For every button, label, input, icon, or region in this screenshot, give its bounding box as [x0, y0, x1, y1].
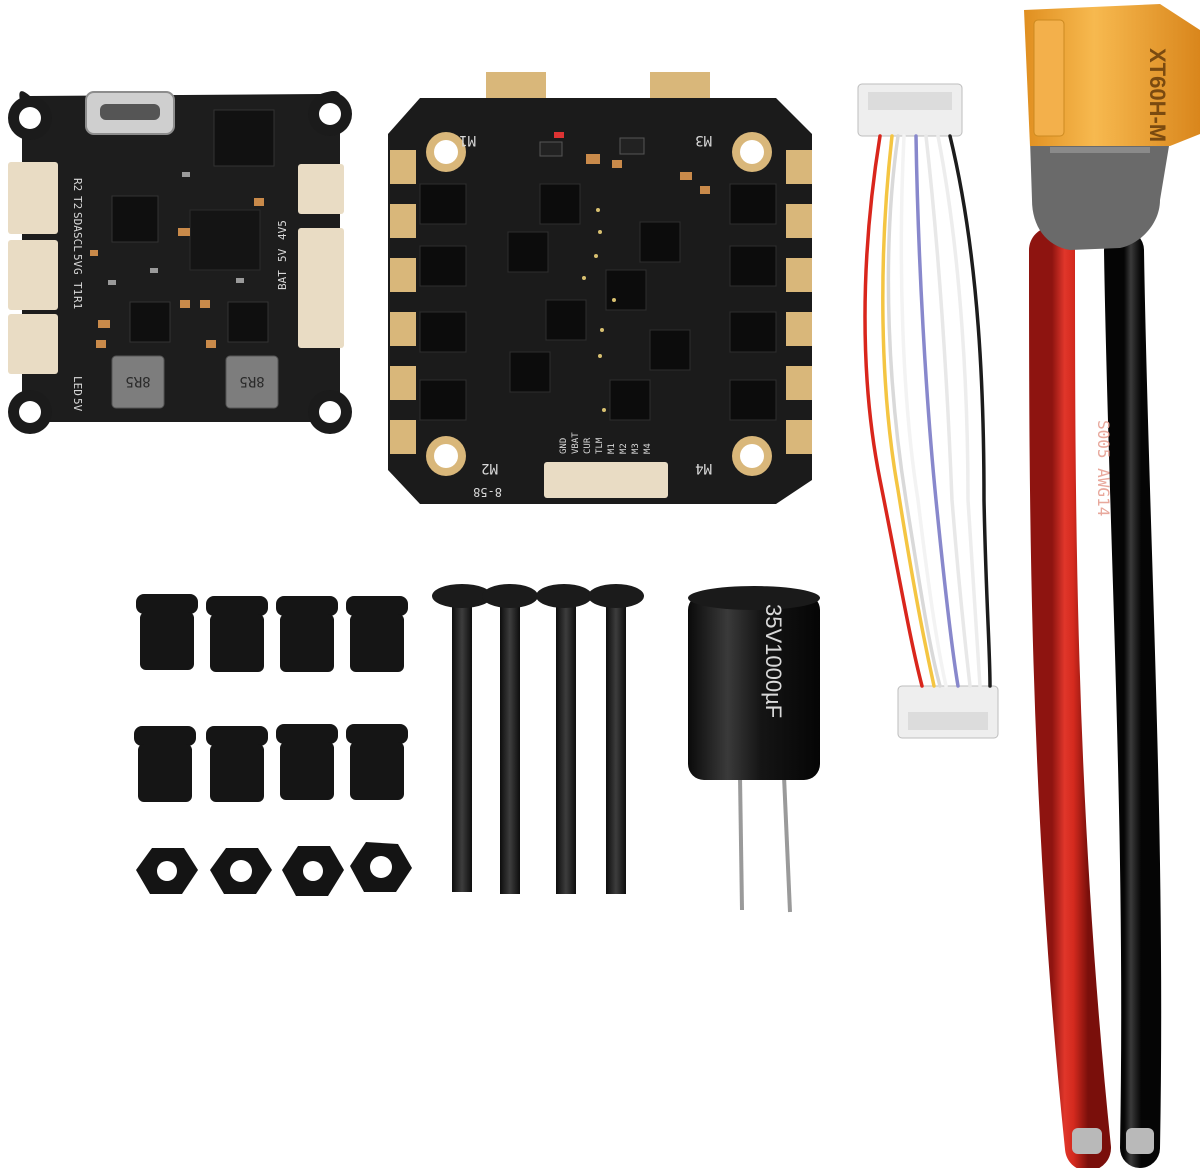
grommet: [206, 726, 268, 802]
svg-text:T1: T1: [71, 282, 84, 295]
electrolytic-capacitor: 35V1000µF: [688, 586, 820, 913]
jst-connector: [8, 314, 58, 374]
svg-text:T2: T2: [71, 196, 84, 209]
svg-text:5V: 5V: [71, 398, 84, 412]
nut: [350, 842, 412, 892]
grommet: [276, 596, 338, 672]
grommet: [136, 594, 198, 670]
svg-text:G: G: [71, 268, 84, 275]
screw: [536, 584, 592, 894]
svg-text:BAT: BAT: [276, 270, 289, 290]
svg-text:LED: LED: [71, 376, 84, 396]
flight-controller-board: 8R5 8R5 R2 T2 SDA SCL 5V G T1 R1 4V5 5V …: [8, 91, 352, 434]
motor-label-m2: M2: [481, 460, 498, 476]
svg-text:CUR: CUR: [583, 437, 593, 454]
inductor: [111, 355, 165, 409]
svg-text:M3: M3: [631, 443, 641, 454]
nut: [210, 848, 272, 894]
jst-connector: [8, 162, 58, 234]
grommet: [276, 724, 338, 800]
esc-board: M1 M3 M2 M4 8-58 GND VBAT CUR TLM M1 M2 …: [388, 72, 812, 504]
grommet: [346, 724, 408, 800]
xt60-connector: [1024, 4, 1200, 146]
xt60-power-lead: S005 AWG14 XT60H-M: [1024, 4, 1200, 1168]
esc-mark: 8-58: [473, 485, 502, 499]
xt60-label: XT60H-M: [1145, 48, 1170, 142]
jst-connector: [8, 240, 58, 310]
svg-text:4V5: 4V5: [276, 220, 289, 240]
motor-pads: [390, 150, 812, 454]
screw: [432, 584, 492, 892]
inductor-mark: 8R5: [239, 373, 264, 389]
svg-text:SDA: SDA: [71, 212, 84, 232]
svg-text:SCL: SCL: [71, 232, 84, 252]
nut: [282, 846, 344, 896]
svg-text:GND: GND: [559, 438, 569, 454]
svg-text:5V: 5V: [71, 254, 84, 268]
grommet: [134, 726, 196, 802]
jst-sh-cable: [857, 83, 999, 739]
svg-text:R2: R2: [71, 178, 84, 191]
motor-label-m4: M4: [695, 460, 712, 476]
svg-text:TLM: TLM: [595, 437, 605, 454]
nylon-nuts: [136, 842, 412, 896]
screw: [482, 584, 538, 894]
jst-connector: [298, 164, 344, 214]
screw: [588, 584, 644, 894]
svg-text:M1: M1: [607, 443, 617, 454]
motor-label-m1: M1: [459, 132, 476, 148]
esc-pin-labels: GND VBAT CUR TLM M1 M2 M3 M4: [559, 432, 653, 454]
inductor-mark: 8R5: [125, 373, 150, 389]
svg-text:5V: 5V: [276, 248, 289, 262]
svg-text:R1: R1: [71, 296, 84, 309]
m3-screws: [432, 584, 644, 894]
wire-print: S005 AWG14: [1094, 420, 1113, 516]
svg-text:VBAT: VBAT: [571, 432, 581, 454]
nut: [136, 848, 198, 894]
mcu-chip: [213, 109, 275, 167]
motor-label-m3: M3: [695, 132, 712, 148]
fc-silkscreen: R2 T2 SDA SCL 5V G T1 R1 4V5 5V BAT LED …: [71, 178, 289, 412]
svg-text:M4: M4: [643, 443, 653, 454]
grommet: [206, 596, 268, 672]
inductor: [225, 355, 279, 409]
mosfets: [419, 183, 777, 421]
capacitor-label: 35V1000µF: [761, 604, 786, 718]
grommet: [346, 596, 408, 672]
jst-connector: [298, 228, 344, 348]
svg-text:M2: M2: [619, 443, 629, 454]
silicone-grommets: [134, 594, 408, 802]
esc-jst-connector: [544, 462, 668, 498]
